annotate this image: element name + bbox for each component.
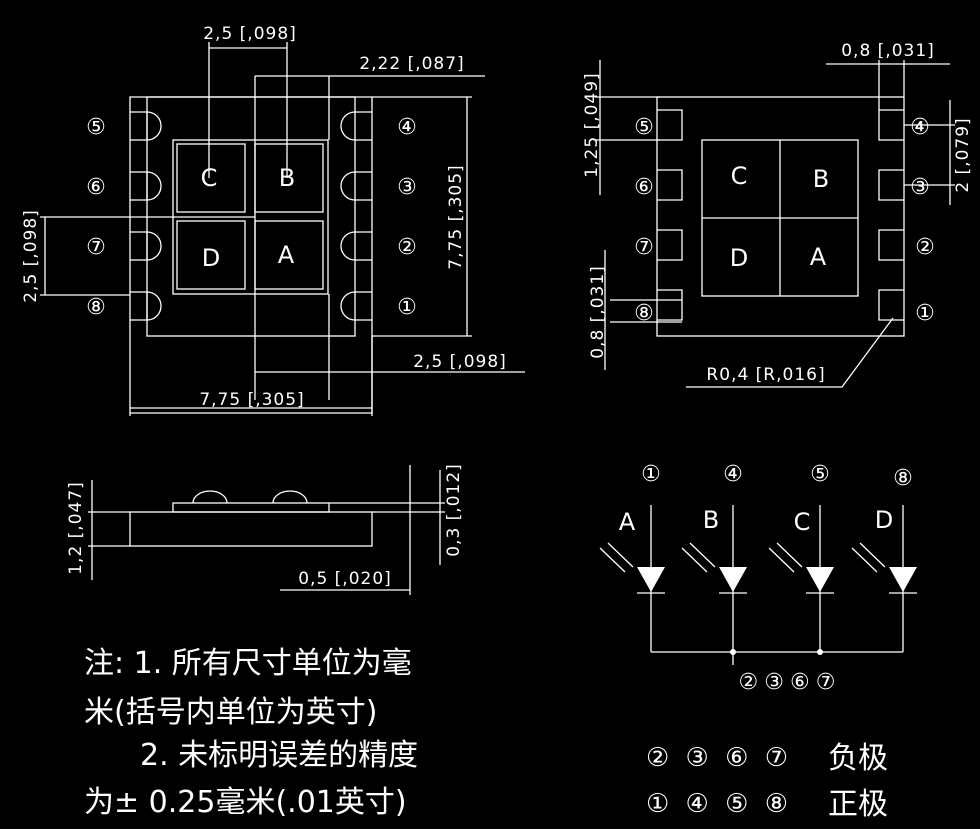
led-b-symbol <box>719 567 747 592</box>
chip-d-label-right: D <box>730 244 748 272</box>
pin-1-label: ① <box>397 295 417 320</box>
chip-c-label-right: C <box>731 162 748 190</box>
dim-line-7 <box>826 60 950 110</box>
pin-7-label: ⑦ <box>86 235 106 260</box>
led-d-symbol <box>889 567 917 592</box>
dim-4-text: 2,5 [,098] <box>21 209 41 303</box>
pin-5-label-right: ⑤ <box>634 115 654 140</box>
chip-c <box>176 143 246 213</box>
left-castellations <box>146 111 162 321</box>
pin-5-label: ⑤ <box>86 115 106 140</box>
pin-1-label-right: ① <box>915 301 935 326</box>
top-view-left: C B D A ⑤ ⑥ ⑦ ⑧ ④ ③ ② ① 2,5 [,098] 2,22 … <box>21 24 525 416</box>
dim-9-text: 2 [,079] <box>953 117 973 192</box>
dim-10-text: 0,8 [,031] <box>588 265 608 359</box>
dim-line-10 <box>604 250 682 370</box>
pin-3-label: ③ <box>397 175 417 200</box>
chip-a-label-right: A <box>810 243 827 271</box>
pin-7-label-right: ⑦ <box>634 235 654 260</box>
side-view: 1,2 [,047] 0,3 [,012] 0,5 [,020] <box>66 463 464 595</box>
dim-8-text: 1,25 [,049] <box>582 72 602 177</box>
note-line-4: 为± 0.25毫米(.01英寸) <box>84 785 407 820</box>
pin-2-label-right: ② <box>915 235 935 260</box>
light-arrows <box>599 542 886 573</box>
chip-d <box>176 220 246 290</box>
pin-8-label: ⑧ <box>86 295 106 320</box>
circuit-label-a: A <box>619 508 636 536</box>
junction-dot-2 <box>817 649 823 655</box>
dim-line-9 <box>904 100 955 205</box>
chip-d-label: D <box>202 244 220 272</box>
pin-6-label-right: ⑥ <box>634 175 654 200</box>
legend-pos-label: 正极 <box>828 787 888 822</box>
dim-line-14 <box>280 465 411 595</box>
side-lens-base <box>172 502 330 513</box>
dim-line-13 <box>329 470 445 565</box>
circuit-pin-4: ④ <box>723 462 743 487</box>
left-pads-right <box>657 109 683 321</box>
chip-b-label-right: B <box>813 165 829 193</box>
dim-line-3 <box>372 96 472 337</box>
dim-line-4 <box>40 216 255 296</box>
notes: 注: 1. 所有尺寸单位为毫 米(括号内单位为英寸) 2. 未标明误差的精度 为… <box>84 646 418 820</box>
dim-7-text: 0,8 [,031] <box>841 41 935 61</box>
package-outline <box>129 96 373 414</box>
note-line-3: 2. 未标明误差的精度 <box>140 738 418 773</box>
circuit-pin-1: ① <box>641 462 661 487</box>
led-a-symbol <box>637 567 665 592</box>
circuit-label-b: B <box>703 506 719 534</box>
legend-neg-pins: ② ③ ⑥ ⑦ <box>646 743 792 773</box>
dim-12-text: 1,2 [,047] <box>66 481 86 575</box>
pin-2-label: ② <box>397 235 417 260</box>
pin-3-label-right: ③ <box>910 175 930 200</box>
note-line-1: 注: 1. 所有尺寸单位为毫 <box>84 646 412 681</box>
pin-4-label-right: ④ <box>910 115 930 140</box>
left-pads <box>130 111 148 321</box>
circuit-pin-8: ⑧ <box>893 466 913 491</box>
legend-neg-label: 负极 <box>828 741 888 776</box>
dim-13-text: 0,3 [,012] <box>444 463 464 557</box>
right-pads-right <box>878 109 904 321</box>
dim-line-1 <box>208 42 288 178</box>
dim-2-text: 2,22 [,087] <box>359 54 464 74</box>
dim-3-text: 7,75 [,305] <box>446 164 466 269</box>
circuit-label-d: D <box>875 506 893 534</box>
pin-8-label-right: ⑧ <box>634 301 654 326</box>
dim-11-text: R0,4 [R,016] <box>706 365 825 385</box>
dim-line-8 <box>595 60 660 195</box>
dim-14-text: 0,5 [,020] <box>298 569 392 589</box>
dim-5-text: 2,5 [,098] <box>413 352 507 372</box>
circuit-pin-5: ⑤ <box>810 462 830 487</box>
dim-line-12 <box>88 480 130 580</box>
chip-divider <box>702 140 858 296</box>
dim-1-text: 2,5 [,098] <box>203 24 297 44</box>
dim-line-5 <box>255 294 525 400</box>
pin-4-label: ④ <box>397 115 417 140</box>
side-domes <box>192 490 308 504</box>
right-castellations <box>340 111 356 321</box>
side-body <box>129 511 373 547</box>
right-pads <box>355 111 372 321</box>
top-view-right: C B D A ⑤ ⑥ ⑦ ⑧ ④ ③ ② ① 0,8 [,031] 1,25 … <box>582 41 973 388</box>
package-outline-right <box>656 96 905 337</box>
junction-dot <box>730 649 736 655</box>
circuit-label-c: C <box>794 508 811 536</box>
circuit-wires <box>650 505 904 665</box>
circuit-cathode-pins: ②③⑥⑦ <box>739 670 842 695</box>
dim-line-11 <box>686 317 894 388</box>
dim-line-2 <box>254 75 485 400</box>
pin-6-label: ⑥ <box>86 175 106 200</box>
dim-line-6 <box>129 336 373 416</box>
dim-6-text: 7,75 [,305] <box>199 390 304 410</box>
note-line-2: 米(括号内单位为英寸) <box>84 695 377 730</box>
led-c-symbol <box>806 567 834 592</box>
chip-a-label: A <box>278 241 295 269</box>
legend-pos-pins: ① ④ ⑤ ⑧ <box>646 789 792 819</box>
circuit-schematic: ① ④ ⑤ ⑧ A B C D ②③⑥⑦ ② ③ ⑥ ⑦ 负极 ① ④ ⑤ ⑧ … <box>599 462 917 822</box>
